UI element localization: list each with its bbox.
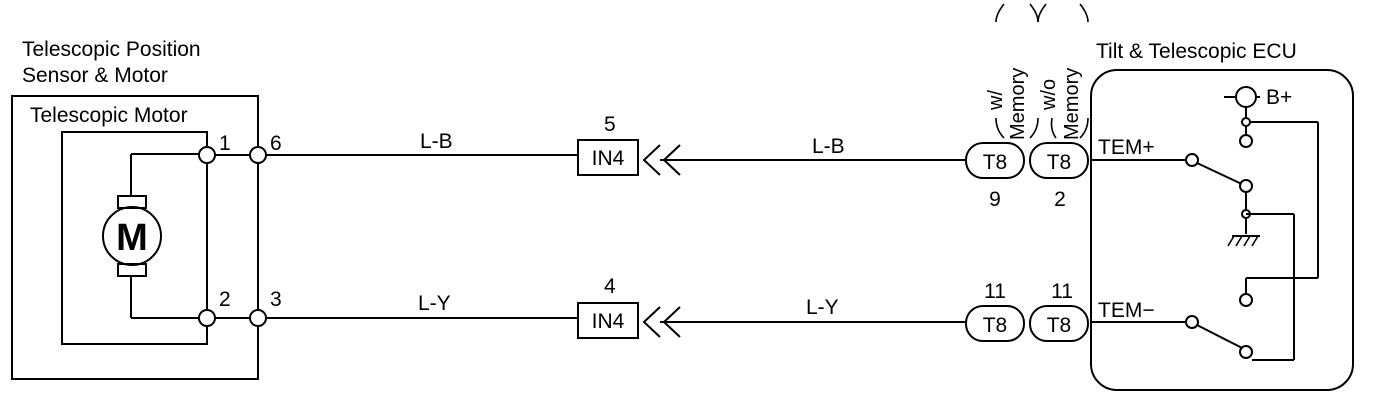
in4-bottom-label: IN4 xyxy=(592,310,625,333)
option-w-memory: w/ Memory xyxy=(985,3,1039,140)
t8-wo-bottom-label: T8 xyxy=(1047,314,1072,337)
terminal-1 xyxy=(198,146,216,164)
t8-wo-bottom-pin: 11 xyxy=(1051,280,1073,303)
wire-label-top-right: L-B xyxy=(812,135,845,158)
option-wo-line1: w/o xyxy=(1038,79,1060,111)
pin-3-label: 3 xyxy=(270,288,282,311)
connector-t8-top: T8 T8 9 2 xyxy=(965,142,1089,211)
pin-1-label: 1 xyxy=(219,132,231,155)
wire-label-bottom-right: L-Y xyxy=(806,296,839,319)
t8-wo-top-label: T8 xyxy=(1047,151,1072,174)
terminal-2 xyxy=(198,309,216,327)
connector-in4-top: 5 IN4 xyxy=(577,113,681,176)
terminal-3 xyxy=(249,309,267,327)
ecu-terminal-tem-minus: TEM− xyxy=(1098,299,1155,322)
t8-w-top-label: T8 xyxy=(983,151,1008,174)
option-w-line2: Memory xyxy=(1007,68,1029,140)
battery-plus-icon xyxy=(1224,86,1260,122)
in4-top-pin: 5 xyxy=(604,113,616,136)
motor-inner-box xyxy=(61,131,208,345)
option-wo-memory: w/o Memory xyxy=(1037,3,1089,140)
in4-top-label: IN4 xyxy=(592,147,625,170)
terminal-6 xyxy=(249,146,267,164)
connector-t8-bottom: 11 11 T8 T8 xyxy=(965,280,1089,342)
telescopic-motor-label: Telescopic Motor xyxy=(30,104,188,127)
motor-symbol: M xyxy=(116,217,148,259)
t8-w-bottom-pin: 11 xyxy=(984,280,1006,303)
ecu-terminal-tem-plus: TEM+ xyxy=(1098,136,1155,159)
ecu-box xyxy=(1090,69,1354,391)
in4-bottom-pin: 4 xyxy=(604,275,616,298)
sensor-motor-title-line2: Sensor & Motor xyxy=(22,64,168,87)
motor-icon: M xyxy=(102,153,207,319)
pin-6-label: 6 xyxy=(270,132,282,155)
wire-label-bottom-left: L-Y xyxy=(418,292,451,315)
ecu-relay-circuit xyxy=(1092,117,1319,361)
option-wo-line2: Memory xyxy=(1061,68,1083,140)
connector-in4-bottom: 4 IN4 xyxy=(577,275,681,339)
ecu-power-label: B+ xyxy=(1266,86,1292,109)
sensor-motor-title-line1: Telescopic Position xyxy=(22,38,201,61)
pin-2-label: 2 xyxy=(219,288,231,311)
option-w-line1: w/ xyxy=(985,90,1007,111)
wire-label-top-left: L-B xyxy=(420,130,453,153)
ecu-title: Tilt & Telescopic ECU xyxy=(1096,40,1297,63)
t8-wo-top-pin: 2 xyxy=(1054,188,1066,211)
t8-w-bottom-label: T8 xyxy=(983,314,1008,337)
t8-w-top-pin: 9 xyxy=(989,188,1001,211)
